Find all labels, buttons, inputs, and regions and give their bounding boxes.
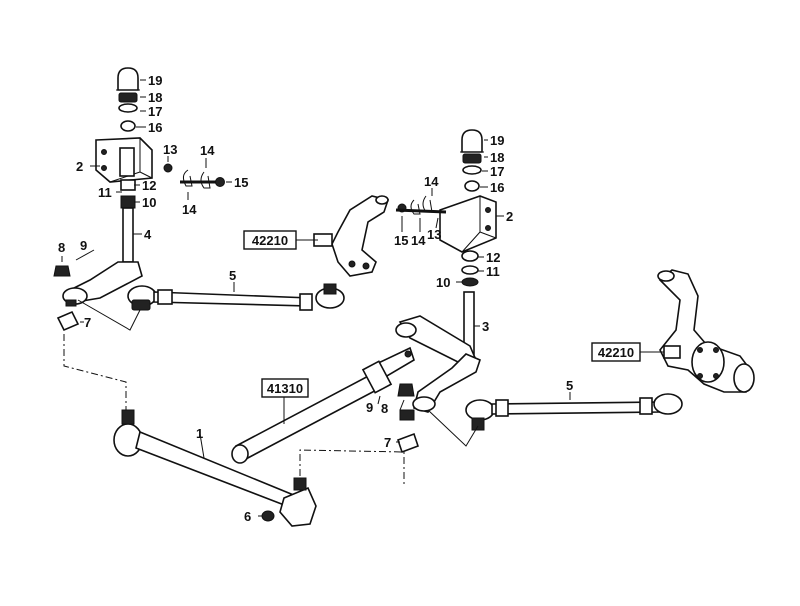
- left-tie-rod-assembly: [127, 283, 345, 311]
- ref-box-damper: 41310: [261, 378, 309, 398]
- label-13-right: 13: [427, 227, 441, 242]
- label-11-left: 11: [98, 185, 112, 200]
- right-lower-bushing: [461, 277, 479, 287]
- label-9-right: 9: [366, 400, 373, 415]
- leader-lines: [61, 79, 664, 517]
- left-dust-cap: [117, 67, 139, 91]
- label-13-left: 13: [163, 142, 177, 157]
- ref-label-42210-right: 42210: [598, 345, 634, 360]
- label-17-right: 17: [490, 164, 504, 179]
- ref-box-left-knuckle: 42210: [243, 230, 297, 250]
- label-16-left: 16: [148, 120, 162, 135]
- left-steering-box-assembly: [53, 67, 225, 332]
- label-1: 1: [196, 426, 203, 441]
- right-castle-nut: [462, 153, 482, 164]
- ref-box-right-knuckle: 42210: [591, 342, 641, 362]
- label-5-left: 5: [229, 268, 236, 283]
- right-clip-a: [410, 199, 421, 215]
- left-clip-b: [200, 171, 211, 189]
- right-tie-rod-assembly: [465, 393, 683, 431]
- right-pivot-bracket: [439, 195, 497, 253]
- label-7-left: 7: [84, 315, 91, 330]
- label-14-left-top: 14: [200, 143, 215, 158]
- left-clip-a: [182, 169, 193, 187]
- left-dust-boot: [56, 310, 80, 332]
- right-ring-11: [461, 265, 479, 275]
- right-dust-cap: [461, 129, 483, 153]
- left-idler-arm: [68, 261, 143, 303]
- label-2-right: 2: [506, 209, 513, 224]
- left-bushing: [120, 120, 136, 132]
- left-castle-nut-8: [53, 265, 71, 277]
- label-19-right: 19: [490, 133, 504, 148]
- label-16-right: 16: [490, 180, 504, 195]
- connection-lines: [63, 299, 479, 484]
- label-10-left: 10: [142, 195, 156, 210]
- center-link-assembly: [113, 409, 317, 527]
- left-cotter-pin-9: [75, 249, 95, 261]
- label-15-right: 15: [394, 233, 408, 248]
- label-7-right: 7: [384, 435, 391, 450]
- center-link-nut-6: [261, 510, 275, 522]
- label-17-left: 17: [148, 104, 162, 119]
- ref-label-42210-left: 42210: [252, 233, 288, 248]
- label-12-right: 12: [486, 250, 500, 265]
- left-washer: [118, 103, 138, 113]
- left-castle-nut: [118, 92, 138, 103]
- left-lower-bushing: [120, 195, 136, 209]
- label-4: 4: [144, 227, 152, 242]
- label-14-right-bottom: 14: [411, 233, 426, 248]
- label-2-left: 2: [76, 159, 83, 174]
- label-8-right: 8: [381, 401, 388, 416]
- label-14-right-top: 14: [424, 174, 439, 189]
- label-19-left: 19: [148, 73, 162, 88]
- left-bolt-nut: [163, 163, 173, 173]
- label-18-right: 18: [490, 150, 504, 165]
- label-14-left-bottom: 14: [182, 202, 197, 217]
- label-12-left: 12: [142, 178, 156, 193]
- label-5-right: 5: [566, 378, 573, 393]
- right-castle-nut-8: [397, 383, 415, 397]
- right-upper-bushing: [461, 250, 479, 262]
- right-through-bolt: [395, 208, 447, 214]
- label-9-left: 9: [80, 238, 87, 253]
- label-3: 3: [482, 319, 489, 334]
- label-11-right: 11: [486, 264, 500, 279]
- left-upper-bushing: [120, 179, 136, 191]
- part-number-labels: 19 18 17 16 13 14 15 2 12 11 10 14 4 8 9…: [58, 73, 573, 524]
- left-pivot-shaft: [122, 207, 134, 263]
- label-6: 6: [244, 509, 251, 524]
- left-steering-knuckle: [313, 195, 390, 277]
- steering-damper: [231, 346, 415, 464]
- ref-label-41310: 41310: [267, 381, 303, 396]
- right-steering-box-assembly: [375, 129, 497, 454]
- label-15-left: 15: [234, 175, 248, 190]
- right-steering-knuckle: [657, 269, 755, 393]
- label-18-left: 18: [148, 90, 162, 105]
- label-8-left: 8: [58, 240, 65, 255]
- label-10-right: 10: [436, 275, 450, 290]
- right-dust-boot: [396, 432, 420, 454]
- right-bushing: [464, 180, 480, 192]
- right-clip-b: [422, 195, 433, 213]
- right-washer: [462, 165, 482, 175]
